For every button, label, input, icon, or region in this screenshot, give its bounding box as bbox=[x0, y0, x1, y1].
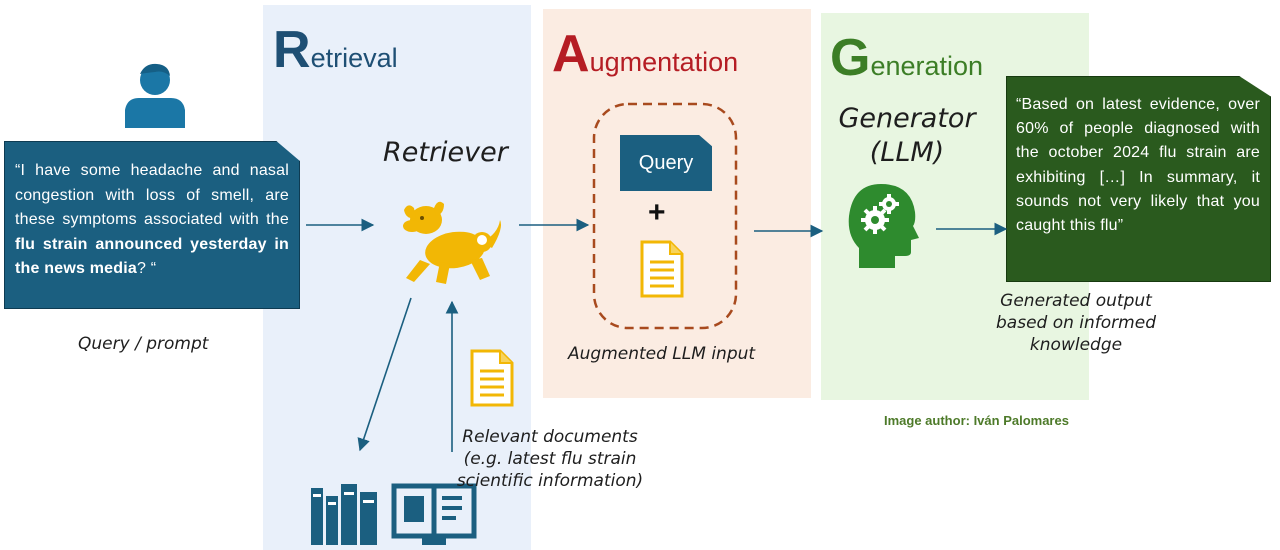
plus-sign: + bbox=[648, 196, 666, 229]
generation-title: Generation bbox=[830, 29, 984, 87]
relevant-documents-label: Relevant documents (e.g. latest flu stra… bbox=[456, 427, 644, 491]
query-chip: Query bbox=[620, 135, 712, 191]
books-icon bbox=[311, 484, 377, 545]
query-text-box: “I have some headache and nasal congesti… bbox=[4, 141, 300, 309]
llm-label: (LLM) bbox=[869, 137, 945, 168]
augmentation-panel bbox=[543, 9, 811, 398]
generator-label: Generator bbox=[838, 103, 976, 134]
head-gears-icon bbox=[848, 184, 919, 268]
retrieval-title: Retrieval bbox=[273, 21, 398, 79]
user-icon bbox=[125, 63, 185, 128]
augmented-llm-input-label: Augmented LLM input bbox=[568, 344, 756, 364]
retrieval-panel bbox=[263, 5, 531, 550]
query-prompt-label: Query / prompt bbox=[78, 334, 209, 354]
image-author-credit: Image author: Iván Palomares bbox=[884, 413, 1069, 428]
dog-icon bbox=[403, 201, 501, 284]
retriever-label: Retriever bbox=[383, 137, 508, 168]
generated-output-label: Generated output based on informed knowl… bbox=[996, 291, 1156, 355]
augmentation-title: Augmentation bbox=[552, 25, 739, 83]
document-icon bbox=[470, 349, 514, 407]
augmented-input-dashed-outline bbox=[592, 102, 738, 330]
generator-llm-label: Generator (LLM) bbox=[832, 102, 982, 170]
arrow-retriever-to-books bbox=[357, 297, 412, 452]
generated-output-text-box: “Based on latest evidence, over 60% of p… bbox=[1006, 76, 1271, 282]
document-icon bbox=[640, 240, 684, 298]
open-book-icon bbox=[391, 483, 477, 545]
